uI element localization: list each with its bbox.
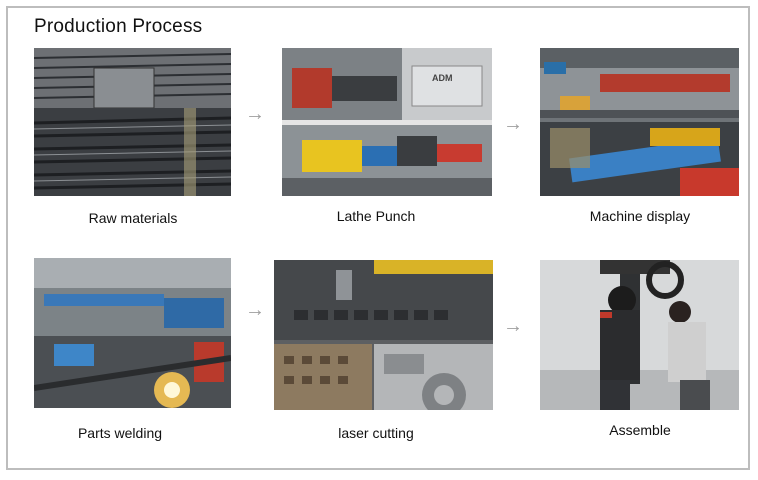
step-label: Parts welding (77, 425, 163, 441)
sign-text: ADM (432, 73, 453, 83)
step-label: Lathe Punch (336, 208, 416, 224)
arrow-right-icon: → (503, 113, 523, 135)
raw-materials-photo (34, 48, 231, 196)
step-label: Assemble (609, 422, 671, 438)
parts-welding-photo (34, 258, 231, 408)
step-label: Machine display (589, 208, 691, 224)
page-title: Production Process (34, 16, 203, 37)
lathe-punch-photo: ADM (282, 48, 492, 196)
laser-cutting-photo (274, 260, 493, 410)
arrow-right-icon: → (503, 315, 523, 337)
step-label: Raw materials (88, 210, 178, 226)
assemble-photo (540, 260, 739, 410)
arrow-right-icon: → (245, 103, 265, 125)
arrow-right-icon: → (245, 299, 265, 321)
step-label: laser cutting (338, 425, 414, 441)
machine-display-photo (540, 48, 739, 196)
